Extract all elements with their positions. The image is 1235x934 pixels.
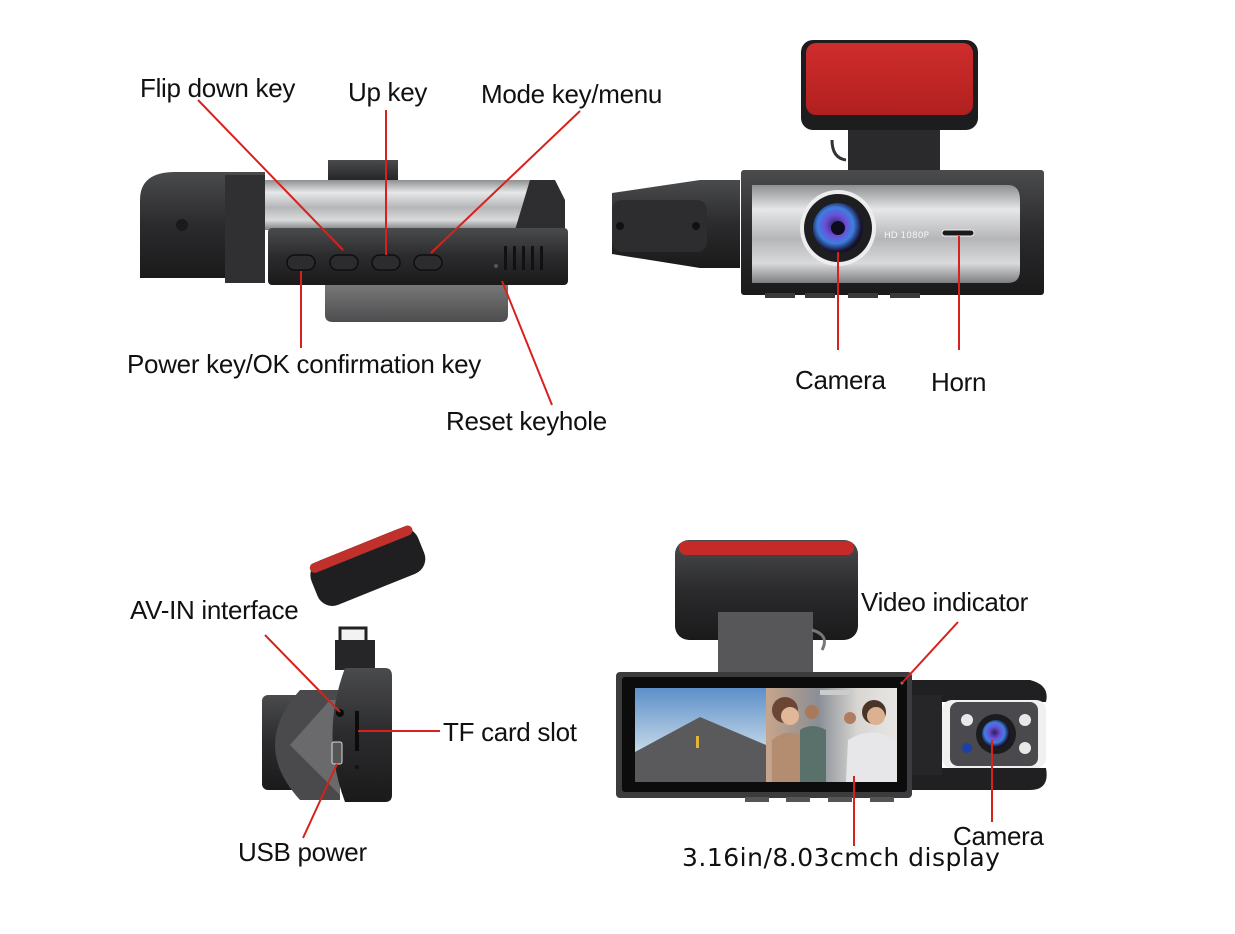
reset-keyhole	[494, 264, 498, 268]
adhesive-mount-pad	[679, 541, 854, 555]
front-view-device: HD 1080P	[612, 40, 1044, 298]
label-tf-card-slot: TF card slot	[443, 717, 577, 747]
bottom-view-device	[140, 160, 568, 322]
tf-card-slot	[355, 711, 359, 751]
up-button	[371, 254, 401, 271]
label-video-indicator: Video indicator	[861, 587, 1029, 617]
label-up-key: Up key	[348, 77, 428, 107]
label-power-ok-key: Power key/OK confirmation key	[127, 349, 481, 379]
flip-down-button	[329, 254, 359, 271]
label-mode-key-menu: Mode key/menu	[481, 79, 663, 109]
label-horn: Horn	[931, 367, 987, 397]
horn-slot	[941, 229, 975, 237]
adhesive-mount-pad	[806, 43, 973, 115]
interior-camera-lens	[982, 720, 1010, 748]
side-view-device	[262, 525, 426, 802]
label-reset-keyhole: Reset keyhole	[446, 406, 607, 436]
label-flip-down-key: Flip down key	[140, 73, 296, 103]
speaker-grille	[504, 246, 543, 270]
hd-1080p-print: HD 1080P	[884, 231, 929, 241]
usb-port	[331, 741, 343, 765]
rear-view-device	[616, 540, 1047, 802]
leader-lines	[197, 99, 993, 846]
label-usb-power: USB power	[238, 837, 367, 867]
label-av-in-interface: AV-IN interface	[130, 595, 299, 625]
label-interior-camera: Camera	[953, 821, 1044, 851]
label-display-size: 3.16in/8.03cmch display	[682, 843, 1001, 872]
power-ok-button	[286, 254, 316, 271]
label-front-camera: Camera	[795, 365, 886, 395]
mode-menu-button	[413, 254, 443, 271]
